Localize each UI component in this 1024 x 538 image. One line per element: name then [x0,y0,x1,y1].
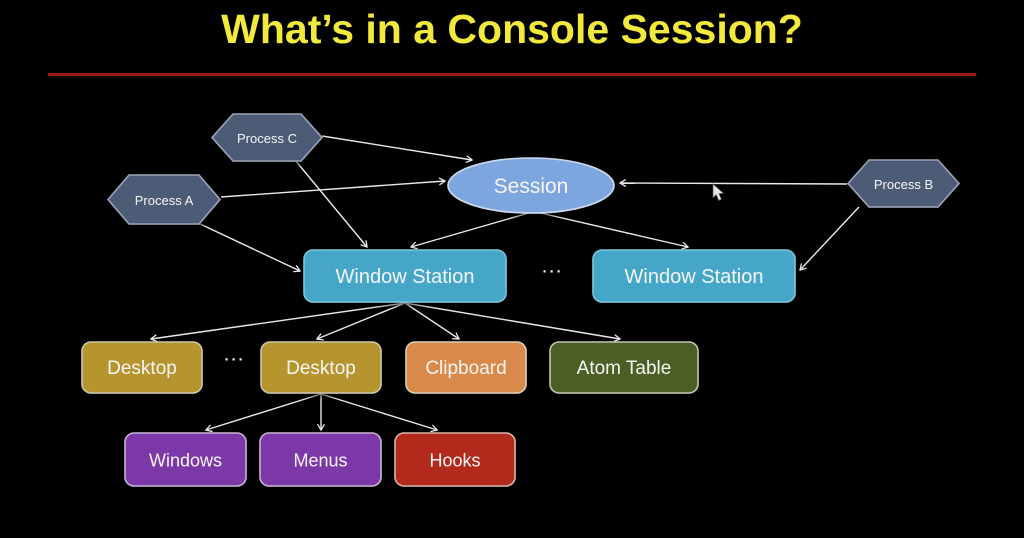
process-b-label: Process B [874,177,933,192]
window-station-2-shape [592,249,796,303]
atom-table-label: Atom Table [577,358,672,379]
edge-process-a-to-window-station-1 [197,222,301,273]
menus-label: Menus [293,451,347,471]
edge-session-to-window-station-1 [410,207,547,250]
node-windows: Windows [124,432,247,487]
title-divider [48,73,976,76]
node-process-a: Process A [106,174,222,225]
desktop-2-label: Desktop [286,358,356,379]
atom-table-shape [549,341,699,394]
session-shape [447,157,615,214]
process-a-label: Process A [135,193,194,208]
ellipsis-window-stations: ··· [543,264,564,281]
edge-window-station-1-to-desktop-1 [150,302,406,343]
edge-desktop-2-to-hooks [320,393,438,433]
windows-shape [124,432,247,487]
desktop-1-label: Desktop [107,358,177,379]
node-window-station-2: Window Station [592,249,796,303]
node-window-station-1: Window Station [303,249,507,303]
window-station-1-label: Window Station [336,266,475,288]
clipboard-shape [405,341,527,394]
windows-label: Windows [149,451,222,471]
node-menus: Menus [259,432,382,487]
edge-process-c-to-window-station-1 [294,159,368,248]
node-desktop-1: Desktop [81,341,203,394]
process-b-shape [846,159,961,208]
edge-window-station-1-to-atom-table [404,302,621,342]
edge-window-station-1-to-desktop-2 [316,302,406,341]
node-process-b: Process B [846,159,961,208]
process-c-shape [210,113,324,162]
edge-process-c-to-session [321,135,473,163]
clipboard-label: Clipboard [425,358,506,379]
desktop-2-shape [260,341,382,394]
edge-process-b-to-window-station-2 [799,206,860,271]
menus-shape [259,432,382,487]
process-a-shape [106,174,222,225]
window-station-1-shape [303,249,507,303]
node-session: Session [447,157,615,214]
desktop-1-shape [81,341,203,394]
node-clipboard: Clipboard [405,341,527,394]
edge-desktop-2-to-windows [205,393,322,433]
process-c-label: Process C [237,131,297,146]
node-atom-table: Atom Table [549,341,699,394]
edge-window-station-1-to-clipboard [404,302,460,340]
edge-session-to-window-station-2 [522,208,689,250]
ellipsis-desktops: ··· [225,352,246,369]
slide-title: What’s in a Console Session? [221,6,803,52]
node-desktop-2: Desktop [260,341,382,394]
window-station-2-label: Window Station [625,266,764,288]
hooks-label: Hooks [429,451,480,471]
hooks-shape [394,432,516,487]
mouse-cursor-icon [712,183,725,201]
session-label: Session [494,175,569,198]
node-process-c: Process C [210,113,324,162]
edge-process-b-to-session [619,179,848,187]
edge-process-a-to-session [220,177,446,198]
node-hooks: Hooks [394,432,516,487]
